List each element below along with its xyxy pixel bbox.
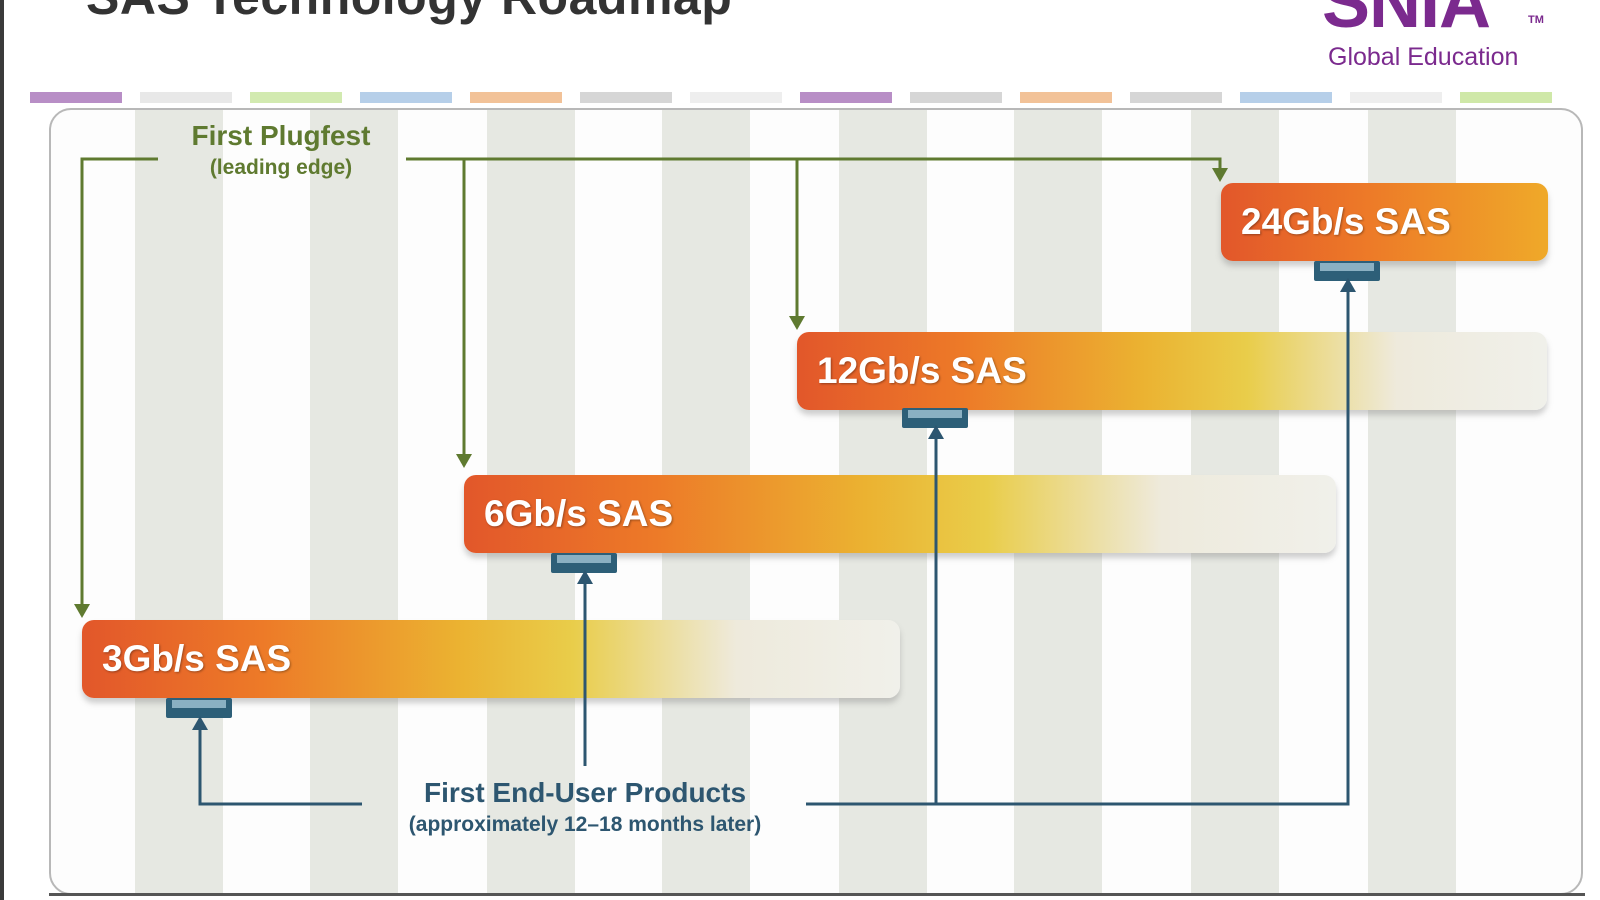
color-swatch xyxy=(1130,92,1222,103)
end-user-arrow-24gbs xyxy=(806,290,1350,806)
color-swatch xyxy=(800,92,892,103)
product-marker-3gbs xyxy=(166,698,232,718)
bar-label: 3Gb/s SAS xyxy=(102,638,292,679)
plugfest-title: First Plugfest xyxy=(191,120,371,151)
bar-label: 12Gb/s SAS xyxy=(817,350,1027,391)
color-swatch xyxy=(690,92,782,103)
end-user-arrow-3gbs xyxy=(198,728,362,806)
color-swatch xyxy=(360,92,452,103)
plugfest-arrow-3gbs xyxy=(80,157,158,607)
product-marker-12gbs xyxy=(902,408,968,428)
color-swatch xyxy=(250,92,342,103)
logo-mark: SNIA xyxy=(1322,0,1491,43)
bottom-rule xyxy=(49,893,1585,896)
color-swatch xyxy=(1240,92,1332,103)
bar-12gbs-sas: 12Gb/s SAS xyxy=(797,332,1547,410)
plugfest-arrows xyxy=(80,157,1222,607)
bar-label: 24Gb/s SAS xyxy=(1241,201,1451,242)
color-swatch xyxy=(1020,92,1112,103)
color-swatch xyxy=(1350,92,1442,103)
page-title: SAS Technology Roadmap xyxy=(86,0,732,26)
bar-3gbs-sas: 3Gb/s SAS xyxy=(82,620,900,698)
plugfest-subtitle: (leading edge) xyxy=(209,156,353,179)
logo-subtitle: Global Education xyxy=(1328,43,1519,71)
bar-6gbs-sas: 6Gb/s SAS xyxy=(464,475,1336,553)
logo-trademark: TM xyxy=(1528,14,1544,26)
product-marker-6gbs xyxy=(551,553,617,573)
color-swatch-strip xyxy=(30,92,1590,103)
end-user-arrows xyxy=(198,290,1350,806)
background-stripe xyxy=(135,110,223,893)
bar-24gbs-sas: 24Gb/s SAS xyxy=(1221,183,1548,261)
color-swatch xyxy=(910,92,1002,103)
plugfest-arrowheads xyxy=(74,168,1228,618)
background-stripe xyxy=(310,110,398,893)
plugfest-arrow-24gbs xyxy=(406,157,1222,170)
color-swatch xyxy=(470,92,562,103)
color-swatch xyxy=(1460,92,1552,103)
color-swatch xyxy=(30,92,122,103)
end-user-title: First End-User Products xyxy=(423,777,747,808)
color-swatch xyxy=(580,92,672,103)
bar-label: 6Gb/s SAS xyxy=(484,493,674,534)
window-edge xyxy=(0,0,4,900)
end-user-arrowheads xyxy=(192,278,1356,730)
color-swatch xyxy=(140,92,232,103)
end-user-subtitle: (approximately 12–18 months later) xyxy=(408,813,762,836)
product-marker-24gbs xyxy=(1314,261,1380,281)
